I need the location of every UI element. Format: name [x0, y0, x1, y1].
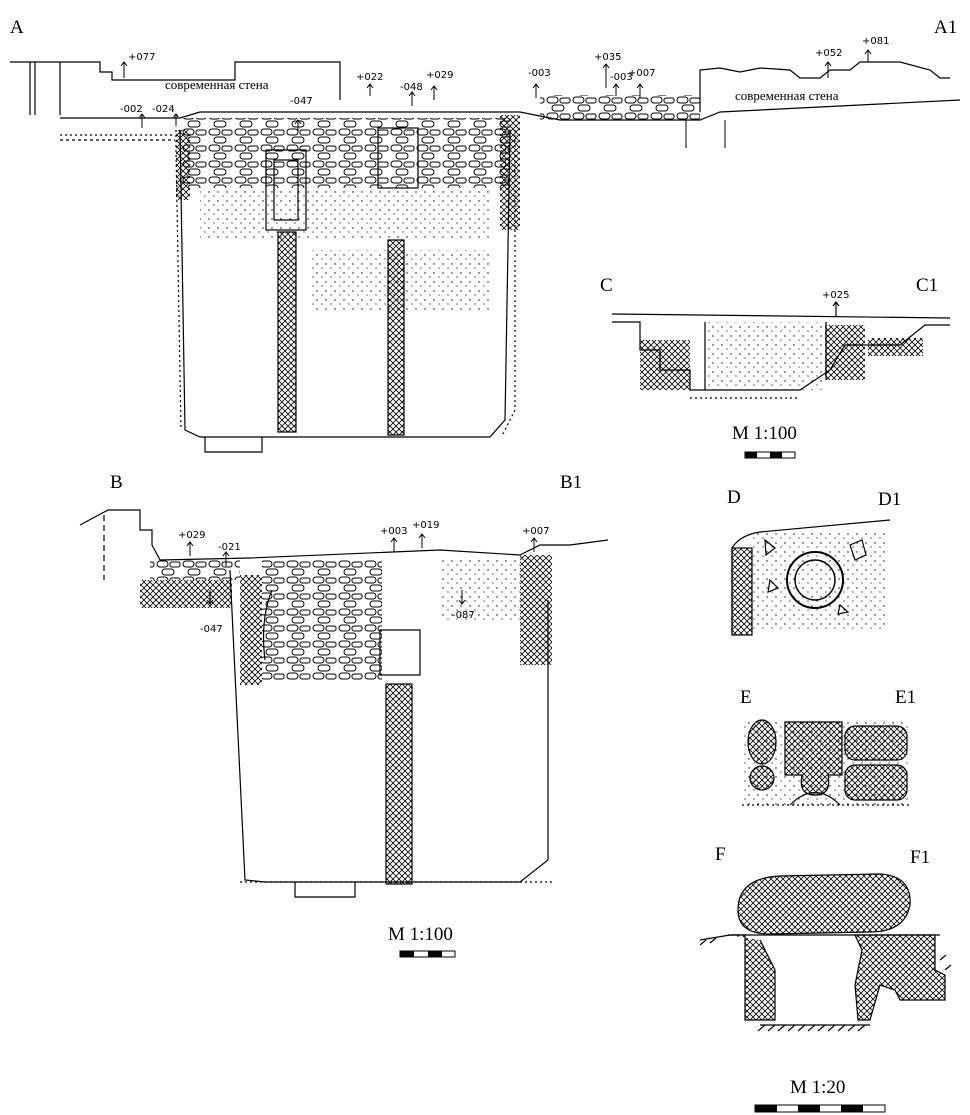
section-f-f1 — [699, 873, 952, 1032]
elevation-label: -024 — [152, 104, 175, 115]
elevation-label: -021 — [218, 542, 241, 553]
scale-bar-c — [744, 451, 796, 459]
elevation-label: -047 — [200, 624, 223, 635]
elevation-label: +003 — [380, 526, 407, 537]
section-label-c: C — [600, 275, 613, 296]
elevation-label: +052 — [815, 48, 842, 59]
section-label-e: E — [740, 687, 752, 708]
elevation-labels-a: +077 -002 -024 -047 +022 -048 +029 -003 … — [120, 36, 889, 115]
elevation-label: +007 — [628, 68, 655, 79]
elevation-label: +077 — [128, 52, 155, 63]
section-label-b1: B1 — [560, 472, 583, 493]
elevation-label: +022 — [356, 72, 383, 83]
section-label-f: F — [715, 844, 726, 865]
section-label-a: A — [10, 17, 24, 38]
section-label-c1: C1 — [916, 275, 939, 296]
elevation-label: +081 — [862, 36, 889, 47]
scale-bar-b — [399, 950, 456, 958]
modern-wall-label: современная стена — [165, 77, 269, 92]
section-label-e1: E1 — [895, 687, 917, 708]
scale-label: M 1:20 — [790, 1077, 846, 1098]
elevation-label: -002 — [120, 104, 143, 115]
modern-wall-label: современная стена — [735, 88, 839, 103]
scale-label: M 1:100 — [388, 924, 453, 945]
section-label-b: B — [110, 472, 123, 493]
elevation-label: +025 — [822, 290, 849, 301]
section-label-d1: D1 — [878, 489, 902, 510]
section-label-f1: F1 — [910, 847, 931, 868]
section-label-a1: A1 — [934, 17, 958, 38]
elevation-label: +019 — [412, 520, 439, 531]
elevation-label: -003 — [610, 72, 633, 83]
elevation-arrows-b — [186, 533, 538, 605]
scale-bar-f — [754, 1104, 886, 1113]
elevation-arrows-a — [120, 49, 872, 132]
elevation-label: -003 — [528, 68, 551, 79]
section-c-c1 — [611, 301, 951, 399]
elevation-label: +035 — [594, 52, 621, 63]
elevation-label: +029 — [178, 530, 205, 541]
section-e-e1 — [742, 719, 910, 806]
scale-label: M 1:100 — [732, 423, 797, 444]
elevation-label: +007 — [522, 526, 549, 537]
elevation-label: +029 — [426, 70, 453, 81]
elevation-label: -048 — [400, 82, 423, 93]
elevation-label: -087 — [452, 610, 475, 621]
section-label-d: D — [727, 487, 741, 508]
section-a-a1 — [10, 61, 961, 453]
section-d-d1 — [731, 519, 891, 636]
section-b-b1 — [79, 509, 609, 898]
elevation-label: -047 — [290, 96, 313, 107]
elevation-labels-b: +029 -021 -047 +003 +019 +007 -087 — [178, 520, 549, 635]
